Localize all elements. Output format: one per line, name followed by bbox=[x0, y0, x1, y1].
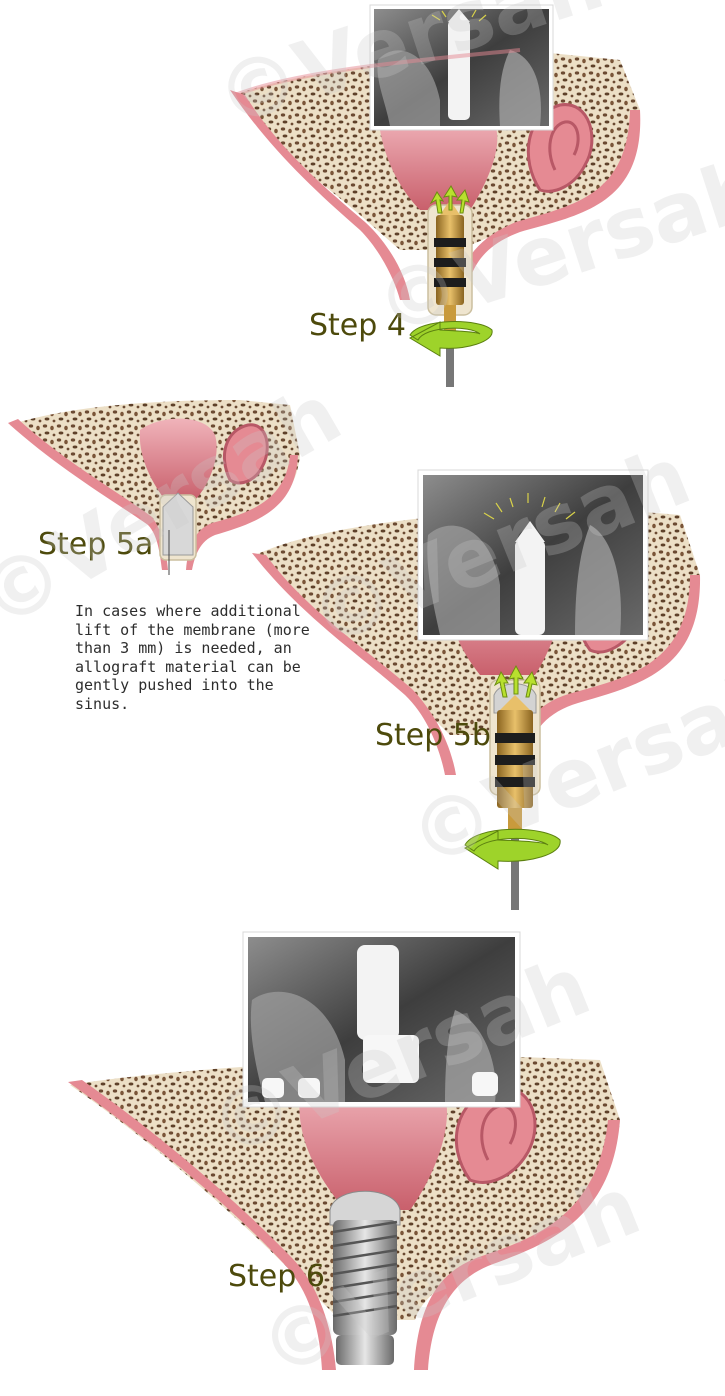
xray-inset bbox=[243, 932, 520, 1107]
step5a-label: Step 5a bbox=[38, 530, 153, 560]
implant bbox=[330, 1191, 400, 1365]
step6-illustration bbox=[0, 920, 725, 1379]
xray-inset bbox=[418, 470, 648, 640]
step4-panel: Step 4 bbox=[0, 0, 725, 395]
densifying-bur bbox=[434, 200, 466, 387]
step5-panel: Step 5a In cases where additional lift o… bbox=[0, 395, 725, 920]
step5b-label: Step 5b bbox=[375, 721, 491, 751]
step5a-caption: In cases where additional lift of the me… bbox=[75, 602, 315, 713]
allograft-material bbox=[163, 493, 193, 555]
step5b-diagram bbox=[252, 470, 700, 910]
step4-label: Step 4 bbox=[309, 311, 406, 341]
densifying-bur bbox=[495, 695, 535, 910]
step6-label: Step 6 bbox=[228, 1262, 325, 1292]
step6-panel: Step 6 bbox=[0, 920, 725, 1379]
xray-inset bbox=[370, 5, 553, 130]
